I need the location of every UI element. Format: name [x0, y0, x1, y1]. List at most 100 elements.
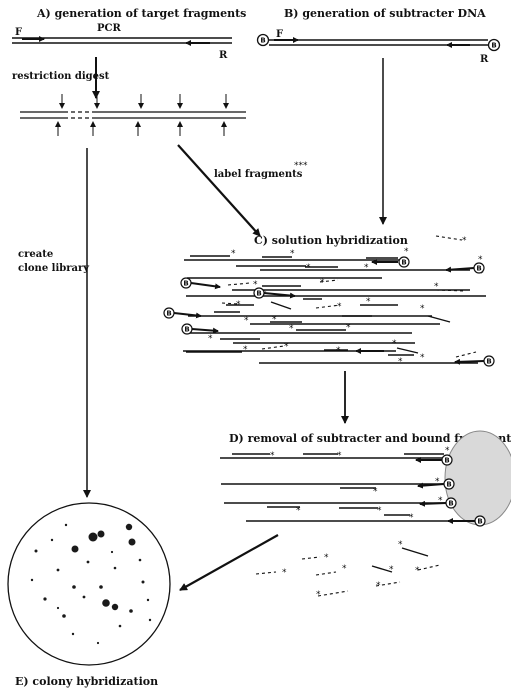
label-marker-asterisk: * [208, 334, 213, 344]
colony-spot [30, 578, 34, 582]
unbound-fragment [417, 564, 441, 571]
biotin-bead-icon: B [474, 515, 486, 527]
label-marker-asterisk: * [392, 339, 397, 349]
biotin-bead-icon: B [473, 262, 485, 274]
svg-text:B: B [486, 357, 491, 365]
biotin-bead-icon: B [181, 323, 193, 335]
label-marker-asterisk: * [290, 249, 295, 259]
primer-arrow [190, 282, 221, 290]
label-marker-asterisk: * [478, 255, 483, 265]
unbound-fragment [315, 304, 341, 309]
biotin-bead-icon: B [487, 38, 501, 52]
colony-spot [82, 595, 86, 599]
colony-spot [128, 538, 136, 546]
panel-e-title: E) colony hybridization [15, 675, 158, 688]
colony-plate [7, 502, 171, 666]
colony-spot [118, 624, 122, 628]
biotin-bead-icon: B [483, 355, 495, 367]
colony-spot [113, 566, 117, 570]
primer-arrow [263, 292, 296, 299]
panel-c-title: C) solution hybridization [254, 234, 408, 247]
colony-spot [99, 585, 103, 589]
label-marker-asterisk: * [398, 357, 403, 367]
biotin-bead-icon: B [253, 287, 265, 299]
primer-arrow [173, 312, 202, 319]
label-marker-asterisk: * [364, 263, 369, 273]
target-fragment [427, 315, 451, 323]
colony-spots [30, 523, 152, 645]
unbound-fragment [375, 581, 401, 587]
label-marker-asterisk: * [272, 315, 277, 325]
svg-text:B: B [260, 37, 265, 45]
biotin-bead-icon: B [163, 307, 175, 319]
colony-spot [56, 606, 60, 610]
label-marker-asterisk: * [231, 249, 236, 259]
label-marker-asterisk: * [398, 540, 403, 550]
label-marker-asterisk: * [377, 506, 382, 516]
label-marker-asterisk: * [236, 300, 241, 310]
streptavidin-bead [444, 430, 511, 526]
svg-text:B: B [491, 42, 496, 50]
biotin-bead-icon: B [445, 497, 457, 509]
label-marker-asterisk: * [479, 269, 484, 279]
label-fragments-arrow [177, 144, 261, 237]
restriction-digest-label: restriction digest [12, 71, 110, 82]
label-marker-asterisk: * [435, 477, 440, 487]
label-marker-asterisk: * [420, 304, 425, 314]
svg-text:B: B [448, 499, 453, 507]
reverse-primer-label-b: R [480, 54, 489, 65]
label-marker-asterisk: * [445, 446, 450, 456]
colony-spot [71, 632, 75, 636]
svg-text:B: B [444, 456, 449, 464]
reverse-primer-label: R [219, 50, 228, 61]
colony-spot [72, 585, 76, 589]
to-colony-arrow [179, 534, 279, 591]
label-marker-asterisk: * [389, 565, 394, 575]
target-fragment [396, 347, 419, 354]
label-marker-asterisk: * [404, 247, 409, 257]
target-fragment [371, 565, 393, 573]
colony-spot [86, 560, 90, 564]
svg-text:B: B [166, 309, 171, 317]
label-marker-asterisk: * [376, 581, 381, 591]
svg-text:B: B [446, 480, 451, 488]
panel-a-title: A) generation of target fragments [36, 7, 246, 20]
label-marker-asterisk: * [342, 564, 347, 574]
clone-library-label: clone library [18, 263, 90, 274]
primer-arrow [419, 500, 447, 507]
colony-spot [141, 580, 145, 584]
label-marker-asterisk: * [415, 566, 420, 576]
biotin-bead-icon: B [443, 478, 455, 490]
label-marker-asterisk: * [337, 451, 342, 461]
colony-spot [138, 558, 142, 562]
svg-text:B: B [184, 325, 189, 333]
biotin-bead-icon: B [398, 256, 410, 268]
colony-spot [56, 568, 60, 572]
label-marker-asterisk: * [420, 353, 425, 363]
colony-spot [64, 523, 68, 527]
label-marker-asterisk: * [284, 342, 289, 352]
label-marker-asterisk: * [373, 487, 378, 497]
label-marker-asterisk: * [243, 345, 248, 355]
label-marker-asterisk: * [324, 553, 329, 563]
colony-spot [34, 549, 38, 553]
label-marker-asterisk: * [270, 451, 275, 461]
svg-text:B: B [477, 517, 482, 525]
colony-spot [88, 532, 98, 542]
label-marker-asterisk: * [282, 568, 287, 578]
biotin-bead-icon: B [441, 454, 453, 466]
label-marker-asterisk: * [434, 282, 439, 292]
colony-spot [110, 550, 114, 554]
label-marker-asterisk: * [346, 323, 351, 333]
restriction-site-arrows [55, 94, 229, 136]
unbound-fragment [301, 556, 321, 560]
colony-spot [43, 597, 47, 601]
colony-spot [71, 545, 79, 553]
colony-spot [148, 618, 152, 622]
panel-b-title: B) generation of subtracter DNA [284, 7, 486, 20]
label-marker-asterisk: * [409, 513, 414, 523]
create-label: create [18, 249, 53, 260]
label-marker-asterisk: * [244, 316, 249, 326]
